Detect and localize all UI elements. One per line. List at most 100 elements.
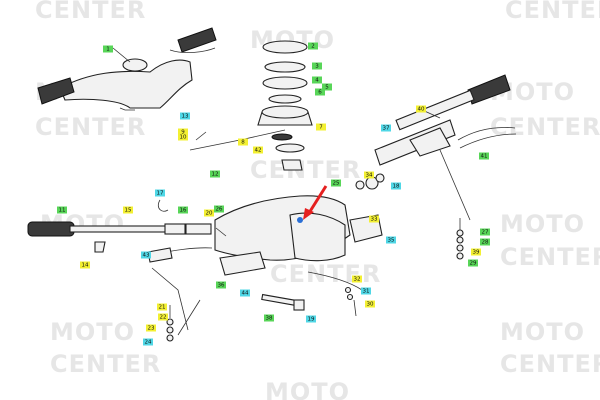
watermark-line1: MOTO [500,210,585,238]
callout-badge [306,315,316,323]
watermark-line1: MOTO [50,318,135,346]
callout-number: 7 [319,124,323,130]
callout-9: 9 [178,128,188,136]
callout-badge [365,300,375,308]
callout-badge [57,206,67,214]
callout-33: 33 [369,215,379,223]
top-left-handlebar-assembly [37,27,217,111]
watermark-line2: CENTER [270,260,381,288]
callout-44: 44 [240,289,250,297]
callout-badge [316,123,326,131]
callout-badge [312,76,322,84]
callout-badge [158,313,168,321]
callout-20: 20 [204,209,214,217]
callout-number: 23 [148,325,155,331]
callout-5: 5 [322,83,332,91]
callout-number: 10 [180,134,187,140]
callout-17: 17 [155,189,165,197]
callout-13: 13 [180,112,190,120]
watermark-line2: CENTER [490,113,600,141]
callout-1: 1 [103,45,113,53]
callout-32: 32 [352,275,362,283]
callout-badge [471,248,481,256]
callout-2: 2 [308,42,318,50]
callout-36: 36 [216,281,226,289]
callout-number: 20 [206,210,213,216]
callout-6: 6 [315,88,325,96]
red-pointer-arrow [303,185,328,220]
watermark-line2: CENTER [50,350,161,378]
callout-number: 12 [212,171,219,177]
callout-badge [480,238,490,246]
callout-number: 39 [473,249,480,255]
callout-39: 39 [471,248,481,256]
callout-badge [364,171,374,179]
callout-badge [123,206,133,214]
callout-11: 11 [57,206,67,214]
callout-23: 23 [146,324,156,332]
callout-badge [80,261,90,269]
callout-badge [178,133,188,141]
callout-badge [157,303,167,311]
callout-35: 35 [386,236,396,244]
callout-badge [308,42,318,50]
watermark-line2: CENTER [500,350,600,378]
callout-badge [361,287,371,295]
left-grip-assembly [27,199,212,253]
callout-27: 27 [480,228,490,236]
highlighted-part-marker [297,217,303,223]
callout-22: 22 [158,313,168,321]
callout-37: 37 [381,124,391,132]
callout-number: 15 [125,207,132,213]
callout-number: 13 [182,113,189,119]
callout-number: 25 [333,180,340,186]
callout-number: 43 [143,252,150,258]
callout-number: 31 [363,288,370,294]
callout-number: 30 [367,301,374,307]
callout-number: 36 [218,282,225,288]
callout-38: 38 [264,314,274,322]
callout-number: 21 [159,304,166,310]
fastener-stack-left [166,305,174,342]
watermark-line1: MOTO [265,378,350,400]
callout-18: 18 [391,182,401,190]
callout-21: 21 [157,303,167,311]
callout-badge [238,138,248,146]
callout-badge [315,88,325,96]
callout-badge [214,205,224,213]
callout-28: 28 [480,238,490,246]
callout-badge [331,179,341,187]
callout-badge [204,209,214,217]
callout-number: 22 [160,314,167,320]
right-handlebar-assembly [355,74,517,190]
callout-number: 5 [325,84,329,90]
callout-badge [178,128,188,136]
fastener-stack-right [456,218,464,260]
callout-number: 16 [180,207,187,213]
callout-number: 8 [241,139,245,145]
callout-14: 14 [80,261,90,269]
callout-number: 24 [145,339,152,345]
callout-number: 18 [393,183,400,189]
watermark-line2: CENTER [35,113,146,141]
callout-30: 30 [365,300,375,308]
callout-number: 1 [106,46,110,52]
callout-badge [369,215,379,223]
watermark-line2: CENTER [250,156,361,184]
callout-25: 25 [331,179,341,187]
callout-10: 10 [178,133,188,141]
callout-badge [312,62,322,70]
callout-badge [416,105,426,113]
callout-42: 42 [253,146,263,154]
callout-number: 28 [482,239,489,245]
callout-number: 9 [181,129,185,135]
callout-number: 19 [308,316,315,322]
callout-badge [180,112,190,120]
callout-number: 41 [481,153,488,159]
callout-badge [146,324,156,332]
callout-badge [468,259,478,267]
callout-29: 29 [468,259,478,267]
callout-number: 34 [366,172,373,178]
